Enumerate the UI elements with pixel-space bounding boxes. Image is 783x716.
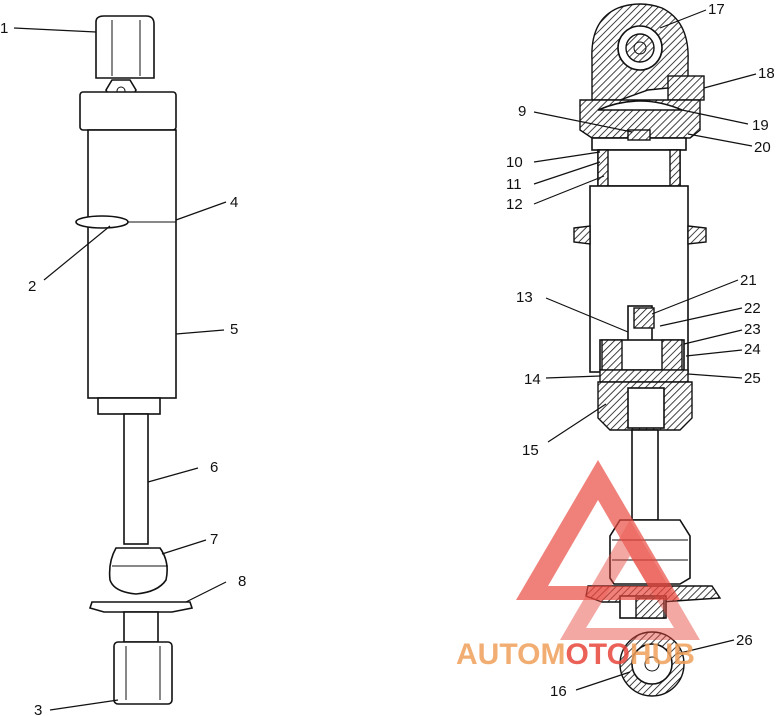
label-15: 15 bbox=[522, 442, 539, 459]
label-16: 16 bbox=[550, 683, 567, 700]
label-17: 17 bbox=[708, 1, 725, 18]
label-25: 25 bbox=[744, 370, 761, 387]
label-22: 22 bbox=[744, 300, 761, 317]
label-19: 19 bbox=[752, 117, 769, 134]
label-14: 14 bbox=[524, 371, 541, 388]
label-21: 21 bbox=[740, 272, 757, 289]
label-4: 4 bbox=[230, 194, 238, 211]
label-24: 24 bbox=[744, 341, 761, 358]
label-8: 8 bbox=[238, 573, 246, 590]
label-7: 7 bbox=[210, 531, 218, 548]
left-shock-exterior bbox=[75, 15, 194, 705]
label-1: 1 bbox=[0, 20, 8, 37]
watermark-text: AUTOMOTOHUB bbox=[456, 638, 695, 671]
label-12: 12 bbox=[506, 196, 523, 213]
watermark-text-part1: AUTOM bbox=[456, 638, 565, 671]
watermark: AUTOMOTOHUB bbox=[456, 460, 700, 671]
label-3: 3 bbox=[34, 702, 42, 716]
label-26: 26 bbox=[736, 632, 753, 649]
label-13: 13 bbox=[516, 289, 533, 306]
watermark-triangle-logo bbox=[516, 460, 680, 600]
label-23: 23 bbox=[744, 321, 761, 338]
label-5: 5 bbox=[230, 321, 238, 338]
label-2: 2 bbox=[28, 278, 36, 295]
label-11: 11 bbox=[506, 176, 522, 193]
leader-lines bbox=[13, 9, 757, 711]
label-18: 18 bbox=[758, 65, 775, 82]
watermark-text-part3: HUB bbox=[630, 638, 695, 671]
label-9: 9 bbox=[518, 103, 526, 120]
label-20: 20 bbox=[754, 139, 771, 156]
label-6: 6 bbox=[210, 459, 218, 476]
label-10: 10 bbox=[506, 154, 523, 171]
watermark-text-part2: OTO bbox=[565, 638, 629, 671]
